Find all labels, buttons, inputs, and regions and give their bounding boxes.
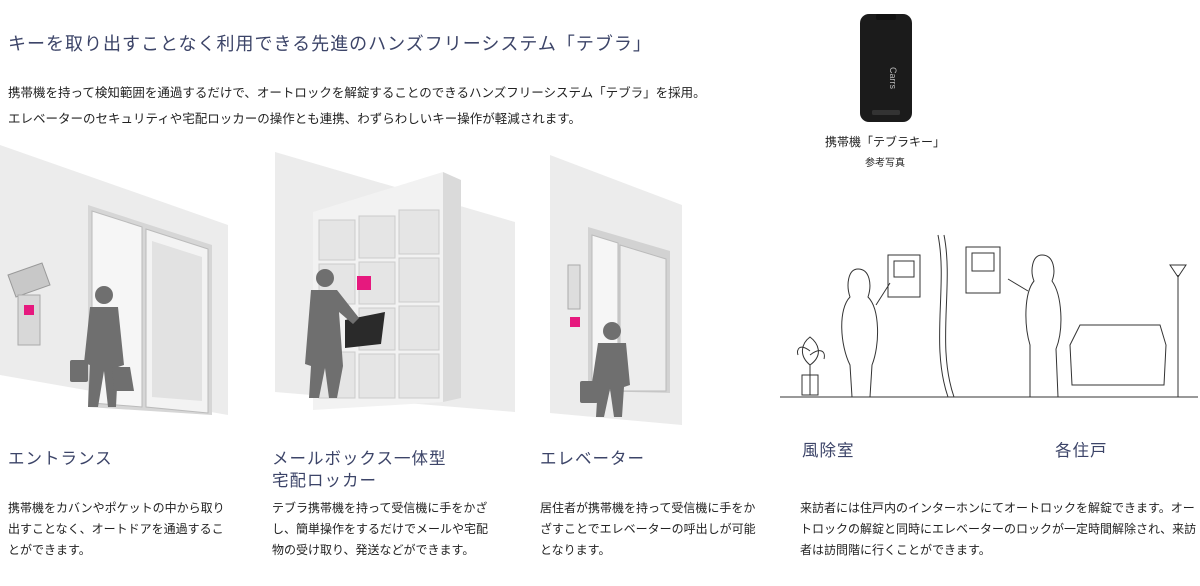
section-title-mailbox-line2: 宅配ロッカー: [272, 471, 377, 490]
tebra-reader-icon: [357, 276, 371, 290]
entrance-illustration: [0, 145, 228, 415]
intercom-panel-unit: [965, 246, 1001, 294]
fob-caption-text: 携帯機「テブラキー」: [824, 135, 945, 149]
section-desc-visitor: 来訪者には住戸内のインターホンにてオートロックを解錠できます。オートロックの解錠…: [800, 501, 1197, 557]
plant-outline: [797, 336, 825, 395]
intro-text-line-1: 携帯機を持って検知範囲を通過するだけで、オートロックを解錠することのできるハンズ…: [8, 85, 706, 100]
section-title-unit: 各住戸: [1055, 441, 1108, 460]
mailbox-illustration: [275, 152, 515, 412]
intercom-panel-lobby: [887, 254, 921, 298]
elevator-illustration: [550, 155, 682, 425]
key-fob-icon: Carrs: [860, 14, 912, 122]
person-silhouette: [70, 286, 134, 407]
resident-silhouette: [1007, 254, 1062, 398]
section-title-vestibule: 風除室: [802, 441, 855, 460]
visitor-silhouette: [841, 268, 891, 398]
section-title-elevator: エレベーター: [540, 449, 645, 468]
sofa-outline: [1069, 324, 1167, 386]
section-title-entrance: エントランス: [8, 449, 113, 468]
section-desc-mailbox: テブラ携帯機を持って受信機に手をかざし、簡単操作をするだけでメールや宅配物の受け…: [272, 501, 489, 557]
person-silhouette: [580, 322, 630, 417]
tebra-reader-icon: [7, 262, 51, 346]
section-desc-entrance: 携帯機をカバンやポケットの中から取り出すことなく、オートドアを通過することができ…: [8, 501, 225, 557]
tebra-reader-icon: [570, 317, 580, 327]
fob-caption: 携帯機「テブラキー」 参考写真: [800, 133, 970, 169]
page-title: キーを取り出すことなく利用できる先進のハンズフリーシステム「テブラ」: [8, 34, 652, 55]
intro-text-line-2: エレベーターのセキュリティや宅配ロッカーの操作とも連携、わずらわしいキー操作が軽…: [8, 111, 582, 126]
fob-subcaption: 参考写真: [865, 158, 905, 169]
section-title-mailbox-line1: メールボックス一体型: [272, 449, 447, 468]
visitor-illustration: [780, 234, 1198, 398]
person-silhouette: [305, 269, 359, 398]
fob-logo: Carrs: [888, 67, 898, 89]
section-title-mailbox: メールボックス一体型 宅配ロッカー: [272, 448, 447, 492]
section-desc-elevator: 居住者が携帯機を持って受信機に手をかざすことでエレベーターの呼出しが可能となりま…: [540, 501, 756, 557]
floor-lamp-outline: [1169, 264, 1187, 397]
